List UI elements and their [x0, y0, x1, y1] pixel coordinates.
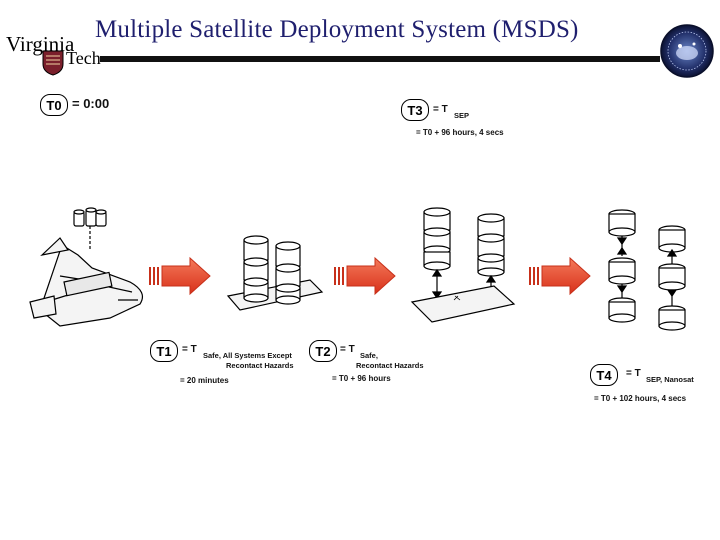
t2-sub: Safe, [360, 351, 378, 360]
t4-sub: SEP, Nanosat [646, 375, 694, 384]
logo-text-tech: Tech [66, 48, 101, 68]
t4-eq: = T [626, 368, 641, 379]
shuttle-icon [29, 207, 143, 327]
t3-time: = T0 + 96 hours, 4 secs [416, 128, 504, 137]
t1-time: = 20 minutes [180, 376, 229, 385]
seal-icon [660, 24, 714, 78]
t3-badge: T3 [401, 99, 429, 121]
vt-shield-icon [42, 50, 64, 76]
satellite-stack-icon [410, 207, 516, 323]
t4-time: = T0 + 102 hours, 4 secs [594, 394, 687, 403]
payload-stack-icon [73, 207, 107, 250]
t3-eq: = T [433, 104, 448, 115]
t2-eq: = T [340, 344, 355, 355]
t0-time: = 0:00 [72, 96, 110, 111]
t2-time: = T0 + 96 hours [332, 374, 391, 383]
title-rule [100, 56, 660, 62]
t2-badge: T2 [309, 340, 337, 362]
t0-badge: T0 [40, 94, 68, 116]
t3-sub: SEP [454, 111, 470, 120]
satellite-stack-icon [226, 235, 324, 311]
t4-badge: T4 [590, 364, 618, 386]
red-arrow-icon [334, 256, 396, 296]
t1-sub2: Recontact Hazards [226, 361, 294, 370]
red-arrow-icon [149, 256, 211, 296]
red-arrow-icon [529, 256, 591, 296]
t2-sub2: Recontact Hazards [356, 361, 424, 370]
t1-sub: Safe, All Systems Except [203, 351, 292, 360]
nanosat-separation-icon [608, 209, 686, 331]
page-title: Multiple Satellite Deployment System (MS… [95, 16, 579, 43]
t1-eq: = T [182, 344, 197, 355]
t1-badge: T1 [150, 340, 178, 362]
